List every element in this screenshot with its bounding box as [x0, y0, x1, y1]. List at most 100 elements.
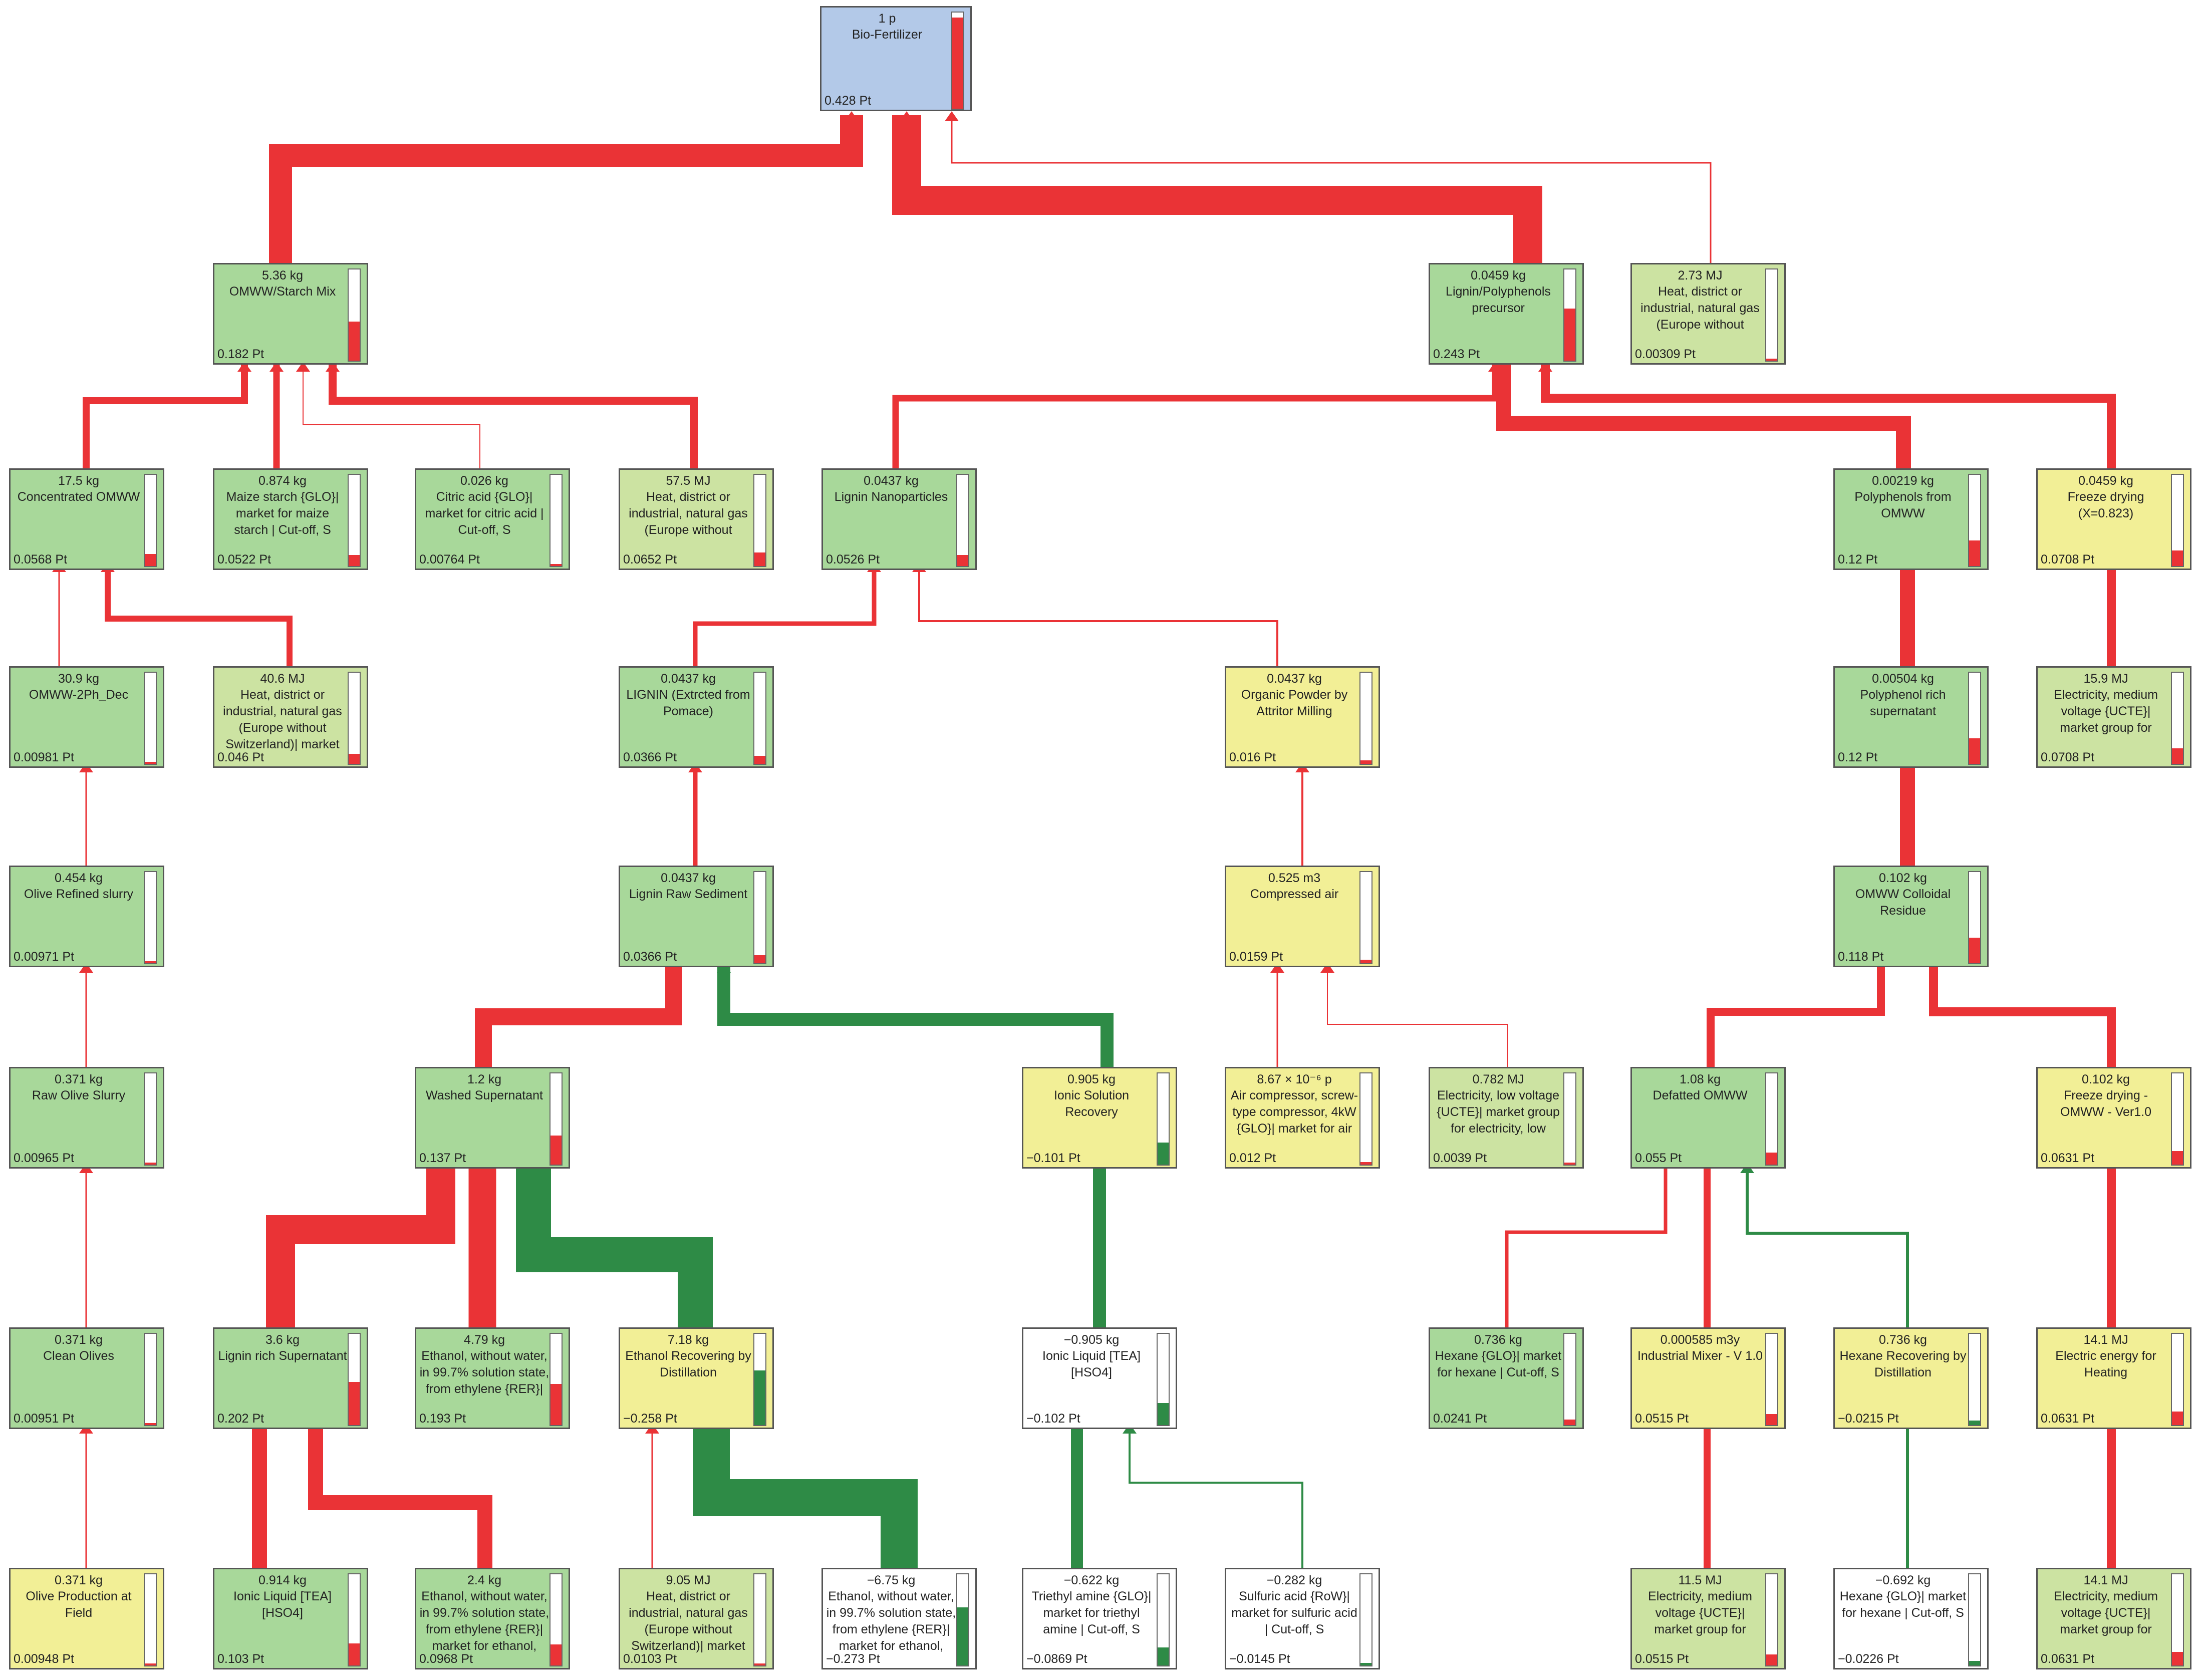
node-contribution-fill: [1360, 959, 1371, 963]
node-score: 0.0241 Pt: [1433, 1412, 1487, 1426]
node-score: 0.0366 Pt: [623, 750, 677, 764]
flow-concentrated-omww-to-mix: [83, 365, 248, 468]
node-air-compressor[interactable]: 8.67 × 10⁻⁶ p Air compressor, screw-type…: [1225, 1067, 1380, 1169]
node-heat-natural-gas[interactable]: 2.73 MJ Heat, district or industrial, na…: [1630, 263, 1786, 365]
node-electricity-medium-voltage-freeze[interactable]: 15.9 MJ Electricity, medium voltage {UCT…: [2036, 666, 2191, 768]
node-freeze-drying-omww[interactable]: 0.102 kg Freeze drying - OMWW - Ver1.0 0…: [2036, 1067, 2191, 1169]
flow-washed-to-lignin-raw: [475, 966, 682, 1067]
node-contribution-fill: [551, 564, 562, 566]
node-score: 0.00971 Pt: [14, 950, 74, 964]
node-olive-refined-slurry[interactable]: 0.454 kg Olive Refined slurry 0.00971 Pt: [9, 866, 164, 967]
node-electricity-medium-voltage-mixer[interactable]: 11.5 MJ Electricity, medium voltage {UCT…: [1630, 1568, 1786, 1669]
node-lignin-rich-supernatant[interactable]: 3.6 kg Lignin rich Supernatant 0.202 Pt: [213, 1327, 368, 1429]
node-quantity: 9.05 MJ: [666, 1573, 711, 1587]
node-heat-natural-gas-distillation[interactable]: 9.05 MJ Heat, district or industrial, na…: [619, 1568, 774, 1669]
flow-lignin-precursor-to-biofertilizer: [892, 115, 1542, 263]
node-contribution-fill: [2172, 748, 2183, 764]
arrowhead: [900, 111, 914, 121]
node-label: Ethanol, without water, in 99.7% solutio…: [419, 1349, 549, 1396]
node-triethyl-amine[interactable]: −0.622 kg Triethyl amine {GLO}| market f…: [1022, 1568, 1177, 1669]
arrowhead: [237, 362, 251, 372]
node-defatted-omww[interactable]: 1.08 kg Defatted OMWW 0.055 Pt: [1630, 1067, 1786, 1169]
node-electric-energy-heating[interactable]: 14.1 MJ Electric energy for Heating 0.06…: [2036, 1327, 2191, 1429]
node-sulfuric-acid[interactable]: −0.282 kg Sulfuric acid {RoW}| market fo…: [1225, 1568, 1380, 1669]
node-contribution-bar: [1157, 1072, 1170, 1166]
flow-defatted-to-colloidal: [1707, 966, 1885, 1067]
node-label: Polyphenol rich supernatant: [1860, 688, 1946, 718]
node-omww-2ph-dec[interactable]: 30.9 kg OMWW-2Ph_Dec 0.00981 Pt: [9, 666, 164, 768]
node-industrial-mixer[interactable]: 0.000585 m3y Industrial Mixer - V 1.0 0.…: [1630, 1327, 1786, 1429]
node-omww-starch-mix[interactable]: 5.36 kg OMWW/Starch Mix 0.182 Pt: [213, 263, 368, 365]
node-contribution-fill: [551, 1644, 562, 1665]
node-label: Ionic Liquid [TEA][HSO4]: [1042, 1349, 1141, 1379]
node-score: −0.0869 Pt: [1026, 1652, 1087, 1666]
node-electricity-low-voltage[interactable]: 0.782 MJ Electricity, low voltage {UCTE}…: [1429, 1067, 1584, 1169]
node-score: 0.0652 Pt: [623, 552, 677, 567]
node-lignin-extracted[interactable]: 0.0437 kg LIGNIN (Extrcted from Pomace) …: [619, 666, 774, 768]
node-organic-powder[interactable]: 0.0437 kg Organic Powder by Attritor Mil…: [1225, 666, 1380, 768]
node-lignin-polyphenols-precursor[interactable]: 0.0459 kg Lignin/Polyphenols precursor 0…: [1429, 263, 1584, 365]
arrowhead: [296, 362, 310, 372]
node-contribution-fill: [754, 1370, 765, 1425]
node-contribution-fill: [1564, 309, 1575, 361]
node-contribution-fill: [1766, 1153, 1777, 1165]
node-omww-colloidal-residue[interactable]: 0.102 kg OMWW Colloidal Residue 0.118 Pt: [1833, 866, 1989, 967]
node-electricity-medium-voltage-heating[interactable]: 14.1 MJ Electricity, medium voltage {UCT…: [2036, 1568, 2191, 1669]
node-contribution-fill: [1969, 540, 1980, 566]
node-quantity: 8.67 × 10⁻⁶ p: [1257, 1072, 1332, 1086]
node-score: 0.137 Pt: [419, 1151, 466, 1165]
node-label: Heat, district or industrial, natural ga…: [629, 490, 748, 537]
node-score: −0.0226 Pt: [1838, 1652, 1899, 1666]
node-contribution-fill: [349, 321, 360, 361]
node-label: Maize starch {GLO}| market for maize sta…: [226, 490, 339, 537]
node-hexane-market[interactable]: 0.736 kg Hexane {GLO}| market for hexane…: [1429, 1327, 1584, 1429]
node-label: Compressed air: [1250, 887, 1339, 901]
node-heat-natural-gas-concentrate[interactable]: 40.6 MJ Heat, district or industrial, na…: [213, 666, 368, 768]
node-polyphenol-rich-supernatant[interactable]: 0.00504 kg Polyphenol rich supernatant 0…: [1833, 666, 1989, 768]
node-washed-supernatant[interactable]: 1.2 kg Washed Supernatant 0.137 Pt: [415, 1067, 570, 1169]
node-bio-fertilizer[interactable]: 1 p Bio-Fertilizer 0.428 Pt: [820, 6, 972, 111]
node-lignin-nanoparticles[interactable]: 0.0437 kg Lignin Nanoparticles 0.0526 Pt: [821, 468, 977, 570]
node-citric-acid[interactable]: 0.026 kg Citric acid {GLO}| market for c…: [415, 468, 570, 570]
node-label: OMWW-2Ph_Dec: [29, 688, 129, 702]
node-concentrated-omww[interactable]: 17.5 kg Concentrated OMWW 0.0568 Pt: [9, 468, 164, 570]
node-label: Organic Powder by Attritor Milling: [1241, 688, 1348, 718]
node-label: Ethanol, without water, in 99.7% solutio…: [419, 1589, 549, 1653]
node-hexane-credit[interactable]: −0.692 kg Hexane {GLO}| market for hexan…: [1833, 1568, 1989, 1669]
node-contribution-bar: [549, 1333, 563, 1426]
node-label: Hexane Recovering by Distillation: [1839, 1349, 1967, 1379]
node-quantity: −0.622 kg: [1063, 1573, 1120, 1587]
node-contribution-bar: [144, 474, 157, 567]
node-score: 0.055 Pt: [1635, 1151, 1682, 1165]
node-polyphenols-from-omww[interactable]: 0.00219 kg Polyphenols from OMWW 0.12 Pt: [1833, 468, 1989, 570]
node-heat-natural-gas-mix[interactable]: 57.5 MJ Heat, district or industrial, na…: [619, 468, 774, 570]
flow-omww-starch-to-biofertilizer: [269, 115, 863, 263]
node-contribution-fill: [145, 762, 156, 764]
node-ethanol-credit[interactable]: −6.75 kg Ethanol, without water, in 99.7…: [821, 1568, 977, 1669]
node-quantity: −0.282 kg: [1266, 1573, 1322, 1587]
node-hexane-recovering[interactable]: 0.736 kg Hexane Recovering by Distillati…: [1833, 1327, 1989, 1429]
node-contribution-fill: [2172, 1411, 2183, 1425]
node-ionic-liquid-input[interactable]: 0.914 kg Ionic Liquid [TEA][HSO4] 0.103 …: [213, 1568, 368, 1669]
node-contribution-bar: [1765, 1072, 1778, 1166]
node-contribution-bar: [753, 1333, 766, 1426]
flow-heat-to-mix: [329, 365, 698, 468]
node-freeze-drying[interactable]: 0.0459 kg Freeze drying (X=0.823) 0.0708…: [2036, 468, 2191, 570]
node-quantity: 3.6 kg: [265, 1333, 300, 1347]
node-compressed-air[interactable]: 0.525 m3 Compressed air 0.0159 Pt: [1225, 866, 1380, 967]
node-ionic-solution-recovery[interactable]: 0.905 kg Ionic Solution Recovery −0.101 …: [1022, 1067, 1177, 1169]
node-ethanol-market[interactable]: 2.4 kg Ethanol, without water, in 99.7% …: [415, 1568, 570, 1669]
node-quantity: 0.874 kg: [258, 474, 307, 488]
node-raw-olive-slurry[interactable]: 0.371 kg Raw Olive Slurry 0.00965 Pt: [9, 1067, 164, 1169]
node-lignin-raw-sediment[interactable]: 0.0437 kg Lignin Raw Sediment 0.0366 Pt: [619, 866, 774, 967]
node-ethanol-recovering[interactable]: 7.18 kg Ethanol Recovering by Distillati…: [619, 1327, 774, 1429]
node-maize-starch[interactable]: 0.874 kg Maize starch {GLO}| market for …: [213, 468, 368, 570]
node-quantity: 0.00219 kg: [1872, 474, 1934, 488]
node-ethanol-from-ethylene[interactable]: 4.79 kg Ethanol, without water, in 99.7%…: [415, 1327, 570, 1429]
node-quantity: 4.79 kg: [463, 1333, 505, 1347]
node-clean-olives[interactable]: 0.371 kg Clean Olives 0.00951 Pt: [9, 1327, 164, 1429]
node-ionic-liquid-credit[interactable]: −0.905 kg Ionic Liquid [TEA][HSO4] −0.10…: [1022, 1327, 1177, 1429]
node-label: Electricity, medium voltage {UCTE}| mark…: [2054, 1589, 2158, 1636]
node-label: Industrial Mixer - V 1.0: [1637, 1349, 1763, 1363]
node-olive-production[interactable]: 0.371 kg Olive Production at Field 0.009…: [9, 1568, 164, 1669]
